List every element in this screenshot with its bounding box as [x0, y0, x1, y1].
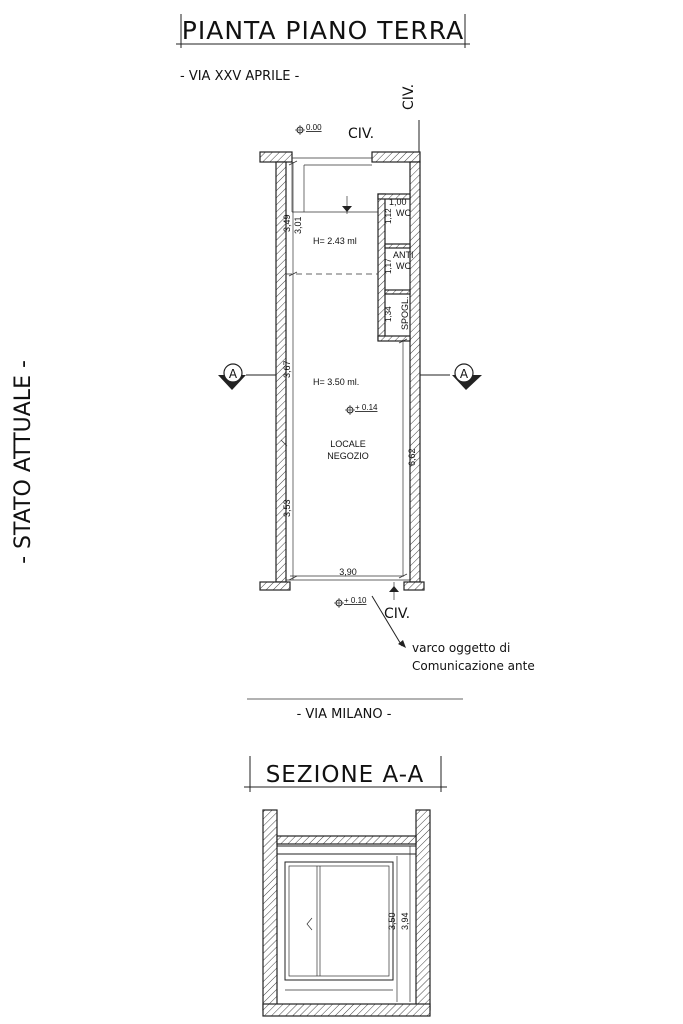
section-title: SEZIONE A-A: [266, 762, 425, 788]
dim-bottom-width: 3,90: [339, 567, 357, 577]
level-marker-upper-room: [342, 196, 352, 214]
section-dim-outer: 3,94: [400, 912, 410, 930]
anti-wc-label: WC: [396, 261, 411, 271]
section-marker-right: [420, 363, 482, 390]
room-label-negozio: NEGOZIO: [327, 451, 369, 461]
plan-walls: [259, 151, 425, 591]
level-bottom-label: + 0.10: [344, 596, 367, 605]
spogl-label: SPOGL.: [400, 296, 410, 330]
civ-label-vertical: CIV.: [401, 84, 417, 110]
entrance-marker: [389, 582, 399, 600]
section-marker-right-label: A: [460, 367, 469, 381]
height-main-label: H= 3.50 ml.: [313, 377, 359, 387]
dim-anti-height: 1,17: [384, 258, 393, 274]
left-dimension-line: [288, 160, 298, 581]
plan-title: PIANTA PIANO TERRA: [182, 16, 464, 45]
right-dimension-line: [398, 338, 408, 579]
plan-inner-lines: [280, 157, 410, 581]
note-arrow: [371, 595, 406, 648]
plan-title-frame: [176, 14, 470, 48]
height-upper-label: H= 2.43 ml: [313, 236, 357, 246]
level-top-label: 0.00: [306, 123, 322, 132]
anti-label: ANTI: [393, 250, 414, 260]
street-bottom-label: - VIA MILANO -: [297, 707, 392, 722]
dim-spogl-height: 1,34: [384, 306, 393, 322]
note-line-2: Comunicazione ante: [412, 659, 535, 673]
dim-left-upper: 3,49: [282, 214, 292, 232]
wc-label: WC: [396, 208, 411, 218]
civ-label-top: CIV.: [348, 126, 374, 142]
street-top-label: - VIA XXV APRILE -: [180, 69, 300, 84]
level-marker-bottom: [334, 598, 344, 608]
dim-left-inner: 3,01: [293, 216, 303, 234]
dim-wc-height: 1,12: [384, 208, 393, 224]
section-dim-inner: 3,50: [387, 912, 397, 930]
level-marker-center: [345, 405, 355, 415]
section-title-frame: [244, 756, 447, 792]
civ-label-bottom: CIV.: [384, 606, 410, 622]
level-center-label: + 0.14: [355, 403, 378, 412]
room-label-locale: LOCALE: [330, 439, 366, 449]
section-drawing: [262, 809, 431, 1017]
dim-left-lower: 3,53: [282, 499, 292, 517]
section-marker-left-label: A: [229, 367, 238, 381]
note-line-1: varco oggetto di: [412, 641, 510, 655]
dim-left-mid: 3,67: [282, 360, 292, 378]
section-marker-left: [218, 363, 276, 390]
dim-right: 6,62: [407, 448, 417, 466]
wc-width-label: 1,00: [389, 197, 407, 207]
level-marker-top: [295, 125, 305, 135]
side-label: - STATO ATTUALE -: [11, 360, 36, 564]
